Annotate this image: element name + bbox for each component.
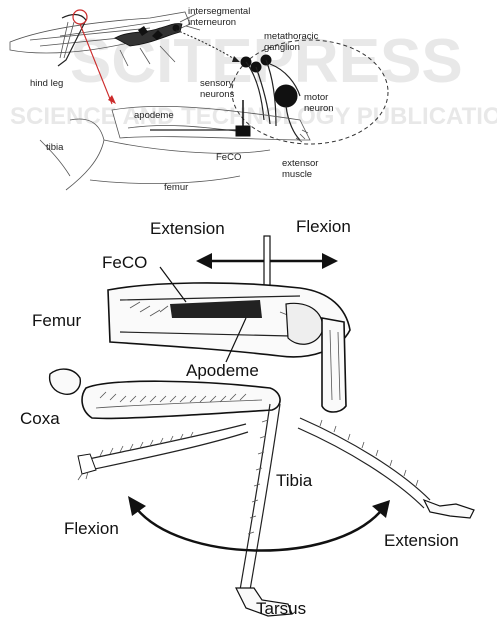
label-neuron: neuron [304, 103, 334, 114]
label-flexion-bottom: Flexion [64, 519, 119, 538]
label-neurons: neurons [200, 89, 235, 100]
label-coxa: Coxa [20, 409, 60, 428]
leg-drawing [50, 369, 474, 616]
label-motor: motor [304, 92, 328, 103]
label-feco-top: FeCO [216, 152, 241, 163]
label-femur-top: femur [164, 182, 188, 193]
label-femur-bottom: Femur [32, 311, 81, 330]
label-extension-bottom: Extension [384, 531, 459, 550]
label-flexion-top: Flexion [296, 217, 351, 236]
watermark: SCITEPRESS SCIENCE AND TECHNOLOGY PUBLIC… [10, 27, 497, 130]
label-interneuron: interneuron [188, 17, 236, 28]
label-tibia-top: tibia [46, 142, 64, 153]
label-extension-top: Extension [150, 219, 225, 238]
label-ganglion: ganglion [264, 42, 300, 53]
label-sensory: sensory [200, 78, 234, 89]
highlight-circle [73, 10, 87, 24]
label-extensor: extensor [282, 158, 318, 169]
label-apodeme-bottom: Apodeme [186, 361, 259, 380]
curved-double-arrow [128, 496, 390, 551]
label-metathoracic: metathoracic [264, 31, 319, 42]
label-muscle: muscle [282, 169, 312, 180]
label-tibia-bottom: Tibia [276, 471, 313, 490]
watermark-line2: SCIENCE AND TECHNOLOGY PUBLICATIONS [10, 103, 497, 130]
label-hind-leg: hind leg [30, 78, 63, 89]
label-intersegmental: intersegmental [188, 6, 250, 17]
motor-neuron-soma [275, 85, 297, 107]
label-apodeme-top: apodeme [134, 110, 174, 121]
bottom-panel: Extension Flexion FeCO Femur Apodeme Cox… [20, 217, 474, 618]
label-feco-bottom: FeCO [102, 253, 147, 272]
label-tarsus: Tarsus [256, 599, 306, 618]
